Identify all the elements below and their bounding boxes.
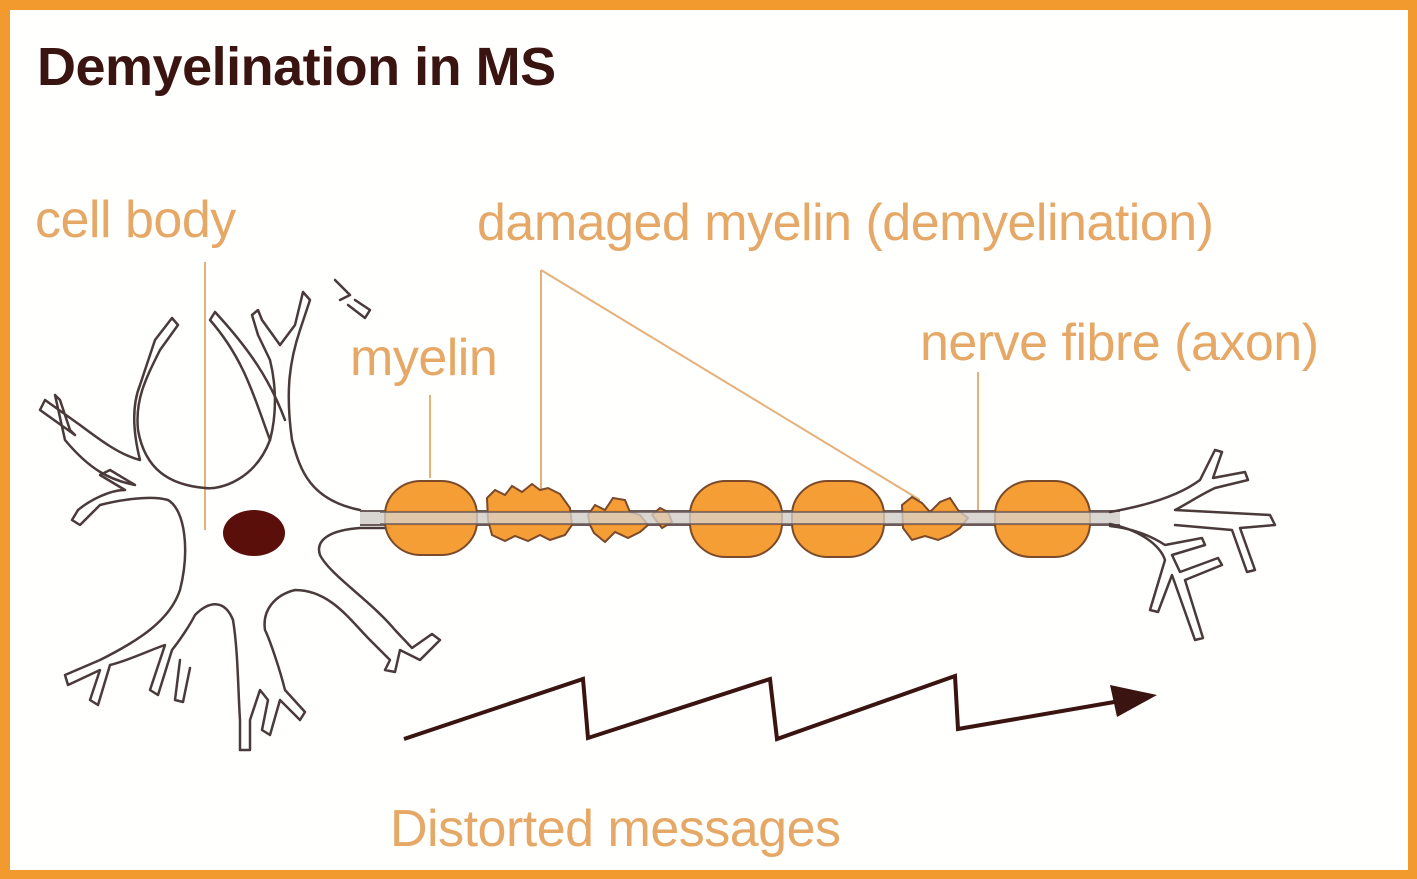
label-cell-body: cell body	[35, 191, 236, 249]
leader-line-damaged-myelin-2	[540, 269, 921, 501]
cell-body-outline	[38, 278, 442, 752]
label-myelin: myelin	[350, 329, 498, 387]
distorted-signal-arrow	[403, 673, 1157, 742]
axon-overlay	[380, 511, 1110, 525]
arrowhead-icon	[1110, 685, 1157, 717]
label-distorted-messages: Distorted messages	[390, 800, 841, 858]
axon-terminal	[1108, 448, 1277, 642]
diagram-title: Demyelination in MS	[37, 37, 556, 97]
nucleus	[223, 510, 285, 556]
label-nerve-fibre: nerve fibre (axon)	[920, 314, 1319, 372]
label-damaged-myelin: damaged myelin (demyelination)	[477, 194, 1214, 252]
